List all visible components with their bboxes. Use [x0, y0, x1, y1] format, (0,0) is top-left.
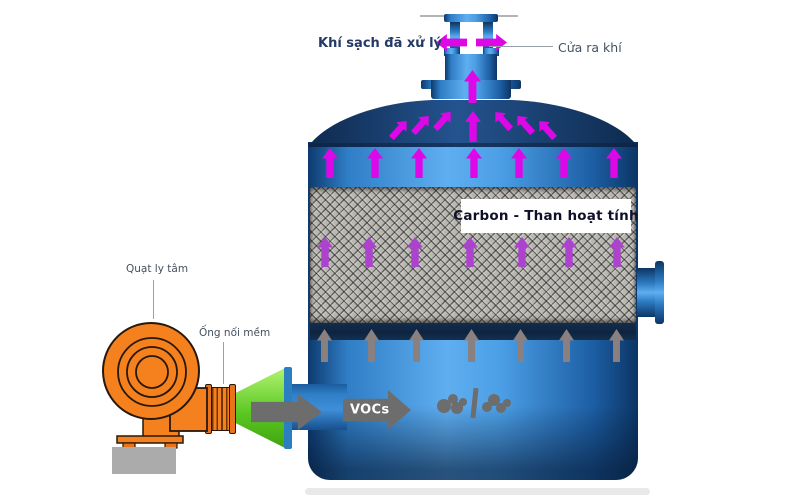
connector-leader-line: [223, 342, 225, 384]
vocs-label: VOCs: [350, 402, 390, 418]
outlet-neck-left: [450, 22, 460, 52]
clean-air-label: Khí sạch đã xử lý: [318, 36, 443, 51]
outlet-top-flange: [444, 14, 498, 22]
fan-label: Quạt ly tâm: [126, 263, 189, 275]
flexible-bellows: [211, 387, 231, 431]
outlet-neck-tab: [483, 48, 499, 56]
air-outlet-label: Cửa ra khí: [558, 40, 622, 55]
outlet-leader-line: [489, 46, 553, 48]
side-nozzle-flange: [655, 261, 664, 324]
outlet-neck-tab: [444, 48, 460, 56]
connector-label: Ống nối mềm: [199, 327, 271, 339]
flange-edge-line: [420, 15, 444, 17]
connector-flange: [229, 384, 236, 434]
fan-leader-line: [153, 280, 155, 319]
floor-shadow: [305, 488, 650, 495]
flange-edge-line: [498, 15, 518, 17]
side-nozzle-pipe: [637, 268, 657, 317]
centrifugal-fan: [102, 322, 208, 474]
outlet-neck-right: [483, 22, 493, 52]
carbon-label: Carbon - Than hoạt tính: [453, 208, 639, 224]
carbon-label-box: Carbon - Than hoạt tính: [453, 199, 639, 233]
voc-particles: [437, 387, 511, 419]
